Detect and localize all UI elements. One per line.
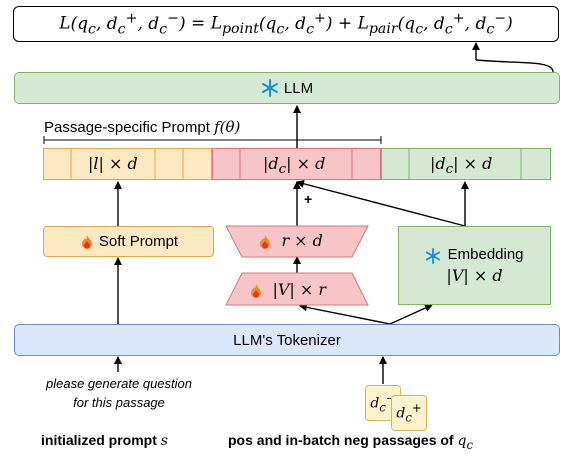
llm-label: LLM <box>283 79 314 97</box>
prompt-pos-label: |dc| × d <box>263 154 326 178</box>
plus-sign: + <box>304 191 313 207</box>
snowflake-icon <box>261 79 278 97</box>
snowflake-icon <box>426 247 441 264</box>
fire-icon <box>81 234 92 249</box>
prompt-neg-label: |dc| × d <box>430 154 493 178</box>
prompt-caption-func: f(θ) <box>214 118 241 136</box>
tokenizer-box: LLM's Tokenizer <box>14 324 560 356</box>
embedding-dim: |V| × d <box>446 265 503 285</box>
input-text: please generate question for this passag… <box>24 374 214 412</box>
passage-pos-doc: dc+ <box>391 395 427 431</box>
prompt-soft-label: |l| × d <box>88 154 138 173</box>
input-text-line1: please generate question <box>45 376 192 391</box>
llm-box: LLM <box>14 72 560 104</box>
loss-point-args: (qc, dc+) <box>258 10 333 38</box>
fire-icon <box>251 283 261 298</box>
bottom-label-right: pos and in-batch neg passages of qc <box>228 432 473 452</box>
loss-formula: L(qc, dc+, dc−) = Lpoint(qc, dc+) + Lpai… <box>59 10 513 38</box>
embedding-box: Embedding |V| × d <box>398 226 551 305</box>
prompt-caption: Passage-specific Prompt f(θ) <box>44 118 241 136</box>
loss-pair-args: (qc, dc+, dc−) <box>397 10 513 38</box>
bottom-label-left: initialized prompt s <box>41 432 168 449</box>
tokenizer-label: LLM's Tokenizer <box>233 331 341 349</box>
loss-formula-box: L(qc, dc+, dc−) = Lpoint(qc, dc+) + Lpai… <box>13 6 559 42</box>
fire-icon <box>260 234 270 249</box>
lora-down-label: |V| × r <box>248 280 326 300</box>
embedding-title: Embedding <box>425 246 524 264</box>
lora-up-label: r × d <box>257 231 323 251</box>
loss-args-full: (qc, dc+, dc−) <box>70 10 186 38</box>
input-text-line2: for this passage <box>73 395 165 410</box>
soft-prompt-label: Soft Prompt <box>98 233 179 250</box>
soft-prompt-box: Soft Prompt <box>43 226 214 257</box>
